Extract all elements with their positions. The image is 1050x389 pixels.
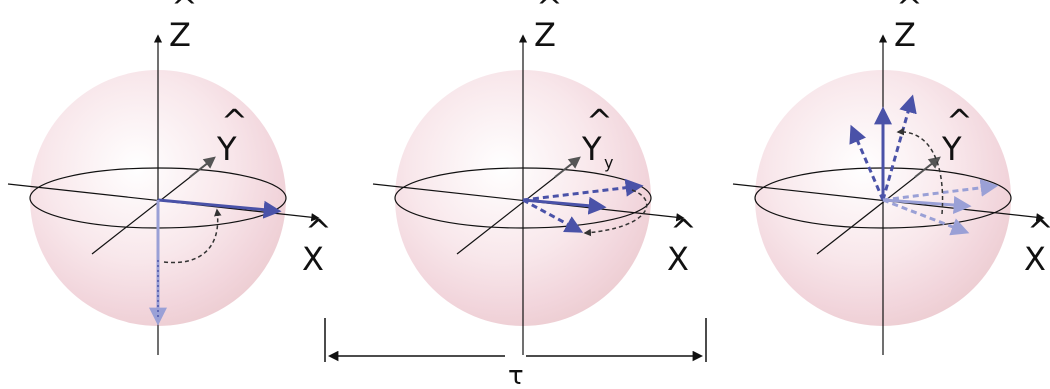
z-hat: ^ bbox=[536, 0, 563, 26]
z-hat: ^ bbox=[171, 0, 198, 26]
x-hat: ^ bbox=[1027, 212, 1050, 250]
x-hat: ^ bbox=[670, 212, 697, 250]
y-subscript: y bbox=[604, 153, 613, 172]
panel-2: Z ^ Y ^ y X ^ bbox=[373, 0, 697, 355]
panel-1: Z ^ Y ^ X ^ bbox=[8, 0, 332, 355]
panel-3: Z ^ Y ^ X ^ bbox=[733, 0, 1050, 355]
interval-label: τ bbox=[508, 361, 524, 389]
z-hat: ^ bbox=[896, 0, 923, 26]
x-hat: ^ bbox=[305, 212, 332, 250]
time-interval: τ bbox=[325, 318, 706, 389]
y-hat: ^ bbox=[586, 102, 613, 140]
y-hat: ^ bbox=[946, 102, 973, 140]
y-hat: ^ bbox=[221, 102, 248, 140]
